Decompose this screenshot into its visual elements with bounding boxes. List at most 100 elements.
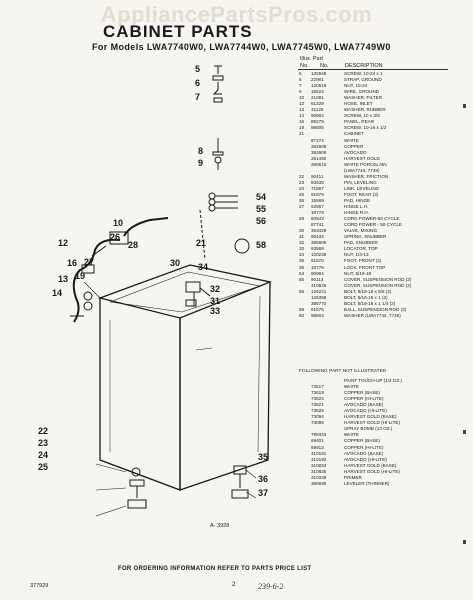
illus-no: 26 (299, 197, 305, 203)
table-header-part: No. (320, 63, 329, 69)
description: AVOCADO (344, 149, 367, 155)
part-no: 90434 (311, 234, 324, 240)
table-row: 73621 AVOCADO (BASE) (299, 402, 459, 408)
part-no: 15569 (311, 197, 324, 203)
illus-no: 56 (299, 288, 305, 294)
suspension-hardware (199, 192, 250, 261)
part-no: 71587 (311, 185, 324, 191)
illus-no: 28 (299, 216, 305, 222)
not-illustrated-heading: FOLLOWING PART NOT ILLUSTRATED (299, 369, 387, 374)
description: COVER, SUSPENSION ROD (2) (344, 276, 412, 282)
callout: 19 (75, 271, 86, 281)
description: LINK, LEVELING (344, 185, 380, 191)
description: PAINT TOUCH-UP (1/2 OZ.) (344, 378, 403, 383)
illus-no: 14 (299, 113, 305, 119)
part-no: 16524 (311, 89, 324, 95)
part-no: 90564 (311, 113, 324, 119)
part-no: 120238 (311, 252, 327, 258)
part-no: 90411 (311, 173, 324, 179)
illus-no: 58 (299, 306, 305, 312)
callout: 27 (84, 257, 95, 267)
description: BOLT, 5/16-18 x 5/8 (2) (344, 288, 392, 294)
callout: 25 (38, 462, 49, 472)
part-no: 91879 (311, 191, 324, 197)
description: WASHER, FILTER (344, 95, 383, 101)
part-no: 91870 (311, 258, 324, 264)
part-no: 73619 (311, 390, 324, 396)
callout: 23 (38, 438, 49, 448)
part-no: 310339 (311, 474, 327, 480)
registration-mark (463, 430, 466, 434)
illus-no: 16 (299, 119, 305, 125)
callout: 12 (58, 238, 69, 248)
callout: 58 (256, 240, 267, 250)
part-no: 799343 (311, 432, 327, 438)
page-number: 2 (232, 582, 236, 588)
table-row: SPRAY BOMB (13 OZ.) (299, 426, 459, 432)
table-header-rule (298, 69, 448, 70)
description: FOOT, REAR (2) (344, 191, 379, 197)
part-no: 126221 (311, 288, 327, 294)
part-no: 61329 (311, 101, 324, 107)
description: HOSE, INLET (344, 101, 373, 107)
table-header-description: DESCRIPTION (345, 63, 383, 69)
part-no: 91675 (311, 306, 324, 312)
callout: 6 (195, 78, 201, 88)
part-no: 132848 (311, 71, 327, 76)
description: HARVEST GOLD (BASE) (344, 462, 397, 468)
description: WIRE, GROUND (344, 89, 379, 95)
description: AVOCADO (BASE) (344, 402, 384, 408)
description: WHITE PORCELAIN (344, 161, 387, 167)
description: PAD, SNUBBER (344, 240, 378, 246)
part-no: 382606 (311, 149, 327, 155)
description: FOOT, FRONT (2) (344, 258, 382, 264)
description: LOCATOR, TOP (344, 246, 378, 252)
callout: 32 (210, 284, 221, 294)
part-no: 89279 (311, 119, 324, 125)
illus-no: 60 (299, 312, 305, 318)
document-code: 377929 (30, 583, 49, 589)
description: PIN, LEVELING (344, 179, 377, 185)
description: SCREW, 10-24 x 1 (344, 71, 383, 76)
part-no: 73621 (311, 402, 324, 408)
part-no: 90114 (311, 276, 324, 282)
callout: 35 (258, 452, 269, 462)
callout: 7 (195, 92, 201, 102)
illus-no: 35 (299, 258, 305, 264)
callout: 26 (110, 232, 121, 242)
table-row: 35 91870 FOOT, FRONT (2) (299, 258, 459, 264)
part-no: 73094 (311, 414, 324, 420)
callout: 9 (198, 158, 204, 168)
illus-no: 31 (299, 234, 305, 240)
part-no: 310191 (311, 450, 327, 456)
description: HARVEST GOLD (BASE) (344, 414, 397, 420)
illus-no: 9 (299, 89, 302, 95)
part-no: 73617 (311, 384, 324, 390)
part-no: 22961 (311, 77, 324, 83)
illus-no: 10 (299, 95, 305, 101)
part-no: 69401 (311, 438, 324, 444)
illus-no: 32 (299, 240, 305, 246)
description: WASHER, FRICTION (344, 173, 389, 179)
